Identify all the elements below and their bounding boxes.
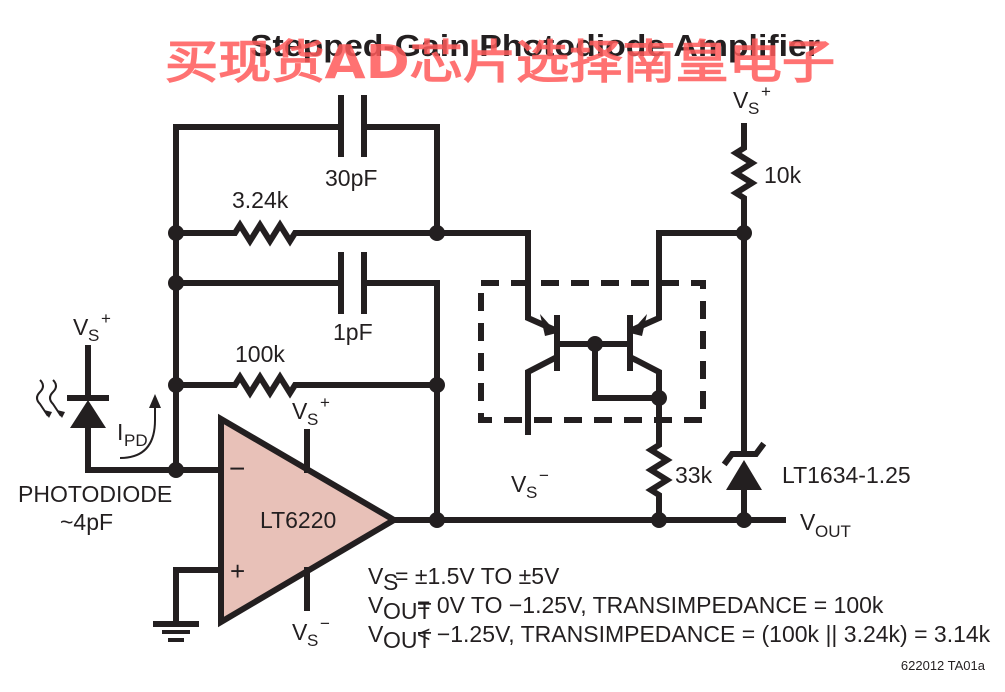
- svg-text:V: V: [800, 509, 816, 535]
- light-arrowhead-icon: [57, 410, 65, 418]
- opamp-plus-sign: +: [230, 556, 245, 586]
- photodiode-cap-label: ~4pF: [60, 509, 113, 535]
- reference-triangle: [726, 460, 762, 490]
- cap-1pf-symbol: [338, 252, 367, 314]
- svg-text:= 0V TO −1.25V, TRANSIMPEDANCE: = 0V TO −1.25V, TRANSIMPEDANCE = 100k: [417, 592, 884, 618]
- junction-dot: [429, 512, 445, 528]
- current-mirror: [478, 230, 747, 523]
- svg-text:S: S: [307, 631, 318, 650]
- light-arrowhead-icon: [44, 410, 52, 418]
- svg-text:S: S: [383, 569, 398, 595]
- junction-dot: [736, 225, 752, 241]
- figure-id: 622012 TA01a: [901, 658, 986, 673]
- reference-cathode-bar: [721, 441, 767, 467]
- photodiode-bottom-wire: [85, 425, 179, 473]
- vs-minus-opamp-label: V S −: [292, 614, 330, 650]
- junction-dot: [168, 275, 184, 291]
- diode-connect-wire: [592, 341, 662, 401]
- svg-text:−: −: [539, 466, 549, 485]
- svg-text:S: S: [307, 410, 318, 429]
- svg-text:V: V: [368, 563, 384, 589]
- reference-label: LT1634-1.25: [782, 462, 911, 488]
- junction-dots: [168, 225, 752, 528]
- note-line: V OUT < −1.25V, TRANSIMPEDANCE = (100k |…: [368, 621, 991, 653]
- svg-text:+: +: [101, 309, 111, 328]
- junction-dot: [651, 390, 667, 406]
- vs-minus-mirror-label: V S −: [511, 466, 549, 502]
- pnp-right-arrow-icon: [630, 314, 647, 336]
- reference-branch: [721, 123, 767, 523]
- junction-dot: [587, 336, 603, 352]
- cap-30pf-wire: [173, 124, 440, 236]
- pnp-left-arrow-icon: [540, 314, 557, 336]
- photodiode-triangle: [70, 400, 106, 428]
- ipd-arrow-icon: [119, 402, 156, 459]
- junction-dot: [651, 512, 667, 528]
- photodiode: [36, 345, 179, 473]
- svg-text:−: −: [320, 614, 330, 633]
- vs-plus-rail-label: V S +: [733, 82, 771, 118]
- junction-dot: [168, 225, 184, 241]
- vs-plus-opamp-label: V S +: [292, 393, 330, 429]
- light-arrow-icon: [49, 379, 62, 417]
- vout-label: V OUT: [800, 509, 851, 541]
- res-10k-label: 10k: [764, 162, 802, 188]
- svg-text:OUT: OUT: [815, 522, 851, 541]
- notes: V S = ±1.5V TO ±5V V OUT = 0V TO −1.25V,…: [368, 563, 991, 653]
- res-100k-symbol: [173, 371, 440, 399]
- cap-30pf-symbol: [338, 95, 367, 157]
- res-100k-label: 100k: [235, 341, 285, 367]
- cap-30pf-label: 30pF: [325, 165, 377, 191]
- junction-dot: [168, 377, 184, 393]
- svg-text:S: S: [748, 99, 759, 118]
- page-title: Stepped-Gain Photodiode Amplifier: [250, 28, 820, 63]
- pnp-right-collector: [627, 353, 662, 401]
- ground-icon-lines: [162, 630, 190, 642]
- cap-1pf-label: 1pF: [333, 319, 373, 345]
- svg-text:I: I: [117, 419, 123, 445]
- note-line: V S = ±1.5V TO ±5V: [368, 563, 560, 595]
- feedback-network: [173, 95, 531, 523]
- svg-text:V: V: [733, 87, 749, 113]
- photodiode-label: PHOTODIODE: [18, 481, 172, 507]
- svg-text:= ±1.5V TO ±5V: = ±1.5V TO ±5V: [395, 563, 560, 589]
- opamp-lt6220: [153, 413, 786, 642]
- ipd-label: I PD: [117, 419, 148, 450]
- res-3k24-symbol: [173, 219, 440, 247]
- svg-text:V: V: [368, 592, 384, 618]
- res-33k-symbol: [645, 395, 673, 523]
- svg-text:OUT: OUT: [383, 627, 432, 653]
- svg-text:V: V: [368, 621, 384, 647]
- light-arrow-icon: [36, 379, 49, 417]
- opamp-minus-sign: −: [229, 453, 245, 484]
- ipd-arrowhead-icon: [149, 394, 161, 408]
- watermark-text: 买现货AD芯片选择南皇电子: [165, 35, 835, 89]
- svg-text:V: V: [73, 314, 89, 340]
- svg-text:< −1.25V, TRANSIMPEDANCE = (10: < −1.25V, TRANSIMPEDANCE = (100k || 3.24…: [417, 621, 991, 647]
- res-10k-symbol: [730, 123, 758, 453]
- junction-dot: [429, 225, 445, 241]
- svg-text:V: V: [511, 471, 527, 497]
- svg-text:V: V: [292, 398, 308, 424]
- opamp-noninverting-input-wire: [173, 567, 224, 625]
- svg-text:S: S: [526, 483, 537, 502]
- svg-text:+: +: [761, 82, 771, 101]
- svg-text:PD: PD: [124, 431, 148, 450]
- svg-text:OUT: OUT: [383, 598, 432, 624]
- vs-plus-photodiode-label: V S +: [73, 309, 111, 345]
- svg-text:S: S: [88, 326, 99, 345]
- pnp-left-collector: [525, 353, 560, 435]
- res-33k-label: 33k: [675, 462, 713, 488]
- junction-dot: [429, 377, 445, 393]
- junction-dot: [736, 512, 752, 528]
- junction-dot: [168, 462, 184, 478]
- cap-1pf-wire: [173, 280, 440, 523]
- res-3k24-label: 3.24k: [232, 187, 289, 213]
- svg-text:+: +: [320, 393, 330, 412]
- opamp-label: LT6220: [260, 507, 336, 533]
- svg-text:V: V: [292, 619, 308, 645]
- note-line: V OUT = 0V TO −1.25V, TRANSIMPEDANCE = 1…: [368, 592, 884, 624]
